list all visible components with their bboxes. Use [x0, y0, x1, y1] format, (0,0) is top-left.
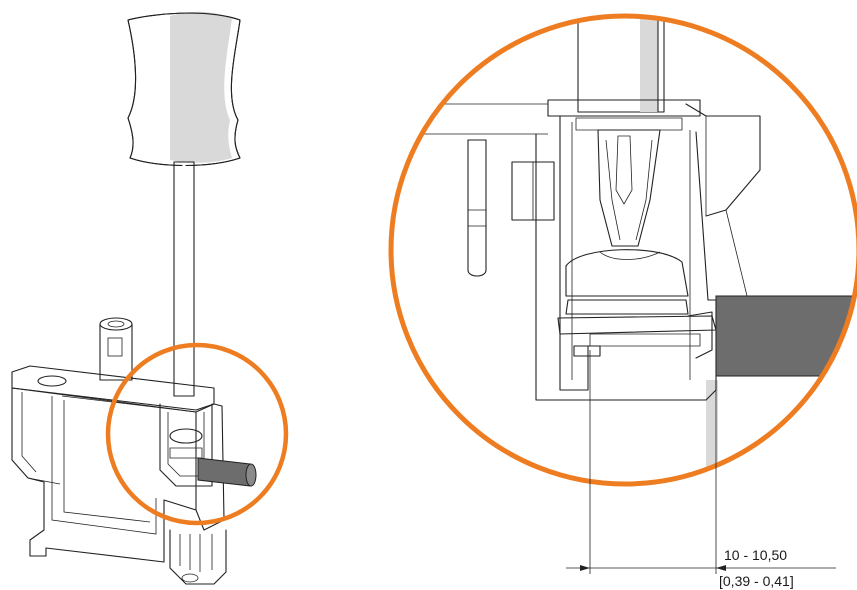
dimension-annotation: 10 - 10,50 [0,39 - 0,41]: [566, 350, 836, 589]
dimension-value-inches: [0,39 - 0,41]: [719, 573, 794, 589]
detail-magnifier-circle: [388, 13, 857, 487]
screwdriver-icon: [127, 11, 241, 397]
dimension-value: 10 - 10,50: [724, 547, 787, 563]
magnifier-circle-icon: [105, 342, 289, 526]
detail-view: [388, 13, 857, 487]
wire-icon: [197, 457, 257, 487]
terminal-block-icon: [11, 317, 227, 585]
overview-drawing: [11, 11, 289, 585]
